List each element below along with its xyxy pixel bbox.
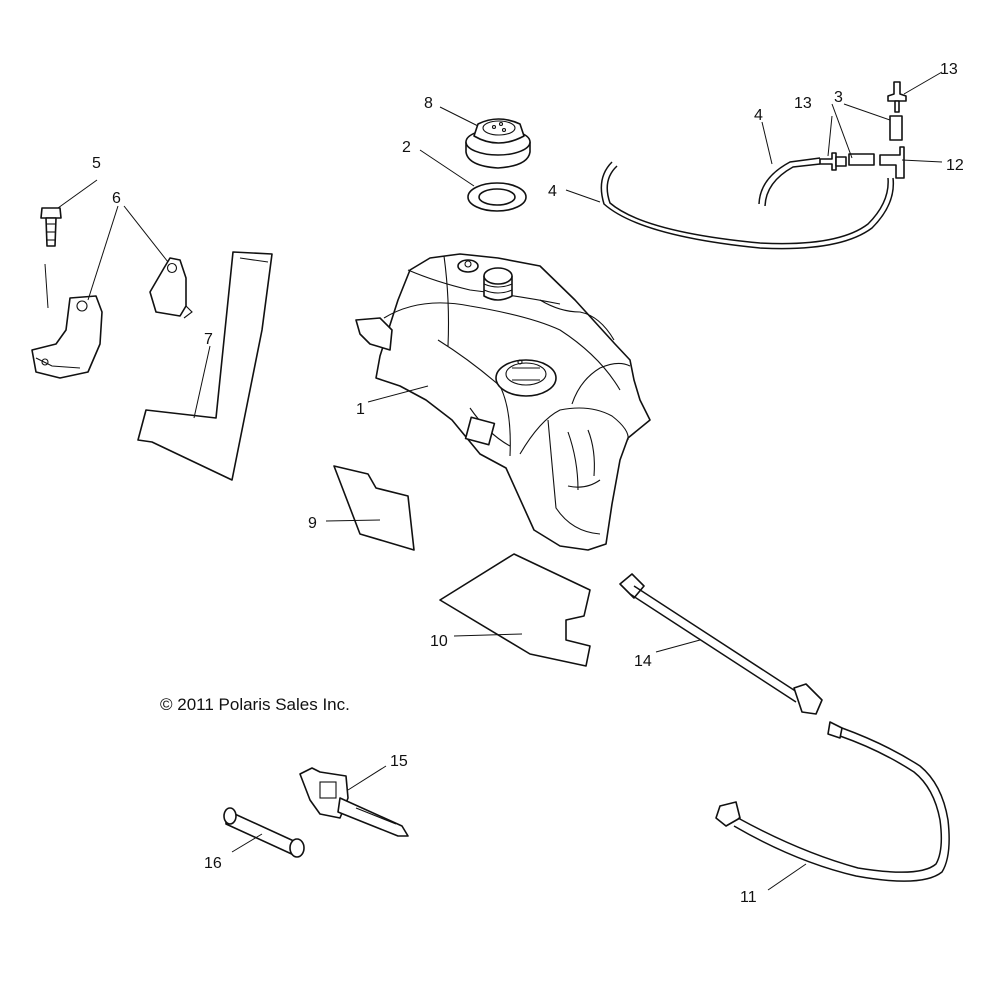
callout-6: 6 bbox=[112, 190, 121, 207]
callout-8: 8 bbox=[424, 95, 433, 112]
callout-15: 15 bbox=[390, 753, 408, 770]
callout-4-lower: 4 bbox=[548, 183, 557, 200]
cap-seal-ring bbox=[467, 182, 527, 212]
callout-13-mid: 13 bbox=[794, 95, 812, 112]
fuel-cap bbox=[465, 118, 531, 169]
tee-fitting bbox=[879, 146, 905, 179]
callout-7: 7 bbox=[204, 331, 213, 348]
callout-4-upper: 4 bbox=[754, 107, 763, 124]
callout-12: 12 bbox=[946, 157, 964, 174]
fuel-tank bbox=[355, 253, 651, 551]
bracket-right bbox=[149, 257, 193, 319]
bracket-left bbox=[31, 295, 103, 379]
callout-11: 11 bbox=[740, 889, 757, 906]
callout-14: 14 bbox=[634, 653, 652, 670]
check-valve-mid bbox=[819, 152, 847, 171]
pad-flat bbox=[439, 553, 591, 667]
leader-lines bbox=[57, 71, 943, 891]
vent-hose-short bbox=[848, 115, 903, 166]
bolt bbox=[40, 207, 62, 309]
callout-5: 5 bbox=[92, 155, 101, 172]
callout-labels: 8 2 3 4 4 5 6 7 1 9 10 14 13 13 12 15 16… bbox=[92, 61, 964, 906]
copyright-text: © 2011 Polaris Sales Inc. bbox=[160, 695, 350, 714]
check-valve-top bbox=[887, 81, 907, 113]
callout-3: 3 bbox=[834, 89, 843, 106]
callout-10: 10 bbox=[430, 633, 448, 650]
pad-l-shaped bbox=[137, 251, 273, 481]
callout-9: 9 bbox=[308, 515, 317, 532]
clamp-cable-tie bbox=[299, 767, 409, 837]
sleeve bbox=[223, 807, 305, 858]
callout-2: 2 bbox=[402, 139, 411, 156]
callout-13-top: 13 bbox=[940, 61, 958, 78]
callout-1: 1 bbox=[356, 401, 365, 418]
vent-hose-long bbox=[600, 157, 895, 250]
fuel-line bbox=[715, 721, 950, 882]
callout-16: 16 bbox=[204, 855, 222, 872]
pad-small bbox=[333, 465, 415, 551]
fuel-line-assembly bbox=[619, 573, 823, 715]
